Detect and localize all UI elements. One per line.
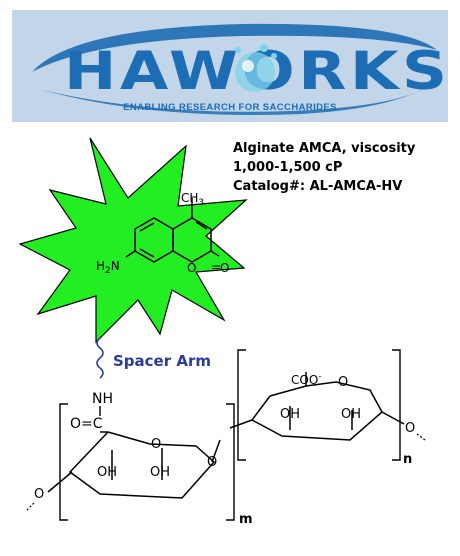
glycosidic-o: O	[207, 455, 217, 470]
spacer-arm-line	[96, 337, 104, 379]
right-oh-2: OH	[341, 407, 361, 422]
right-sugar-ring	[229, 372, 405, 441]
logo: HAWORKS	[12, 40, 448, 104]
catalog-number: Catalog#: AL-AMCA-HV	[233, 179, 403, 194]
product-name: Alginate AMCA, viscosity	[233, 141, 416, 156]
lactone-o-label: O	[187, 261, 196, 275]
carboxylate-label: COO-	[291, 372, 322, 387]
swoosh-graphic	[32, 23, 437, 115]
product-info: Alginate AMCA, viscosity 1,000-1,500 cP …	[233, 139, 415, 196]
coumarin-rings	[125, 198, 220, 263]
fluorophore-starburst	[18, 137, 248, 344]
product-viscosity: 1,000-1,500 cP	[233, 160, 343, 175]
nh-label: NH	[92, 391, 113, 407]
chemical-structure-diagram: CH3 H2N O O = Spacer Arm NH O=C m O OH O…	[18, 137, 426, 527]
left-sugar-ring	[47, 431, 221, 499]
left-oh-1: OH	[97, 465, 117, 480]
right-oh-1: OH	[280, 407, 300, 422]
methyl-label: CH3	[181, 191, 204, 208]
left-ring-o: O	[151, 437, 161, 452]
spacer-arm-label: Spacer Arm	[113, 352, 211, 370]
subscript-m: m	[239, 512, 253, 527]
subscript-n: n	[403, 452, 412, 467]
left-oh-2: OH	[150, 465, 170, 480]
left-end-o: O	[34, 487, 44, 502]
bracket-n	[237, 349, 401, 461]
carbonyl-label: O=C	[70, 416, 103, 432]
amine-label: H2N	[96, 259, 120, 276]
right-ring-o: O	[338, 375, 348, 390]
right-end-o: O	[405, 421, 415, 436]
bracket-m	[59, 403, 235, 521]
brand-banner: HAWORKS ENABLING RESEARCH FOR SACCHARIDE…	[12, 10, 448, 122]
keto-o-label: O	[220, 261, 229, 275]
tagline: ENABLING RESEARCH FOR SACCHARIDES	[123, 102, 337, 113]
logo-wordmark: HAWORKS	[64, 41, 451, 102]
svg-text:=: =	[211, 260, 221, 274]
